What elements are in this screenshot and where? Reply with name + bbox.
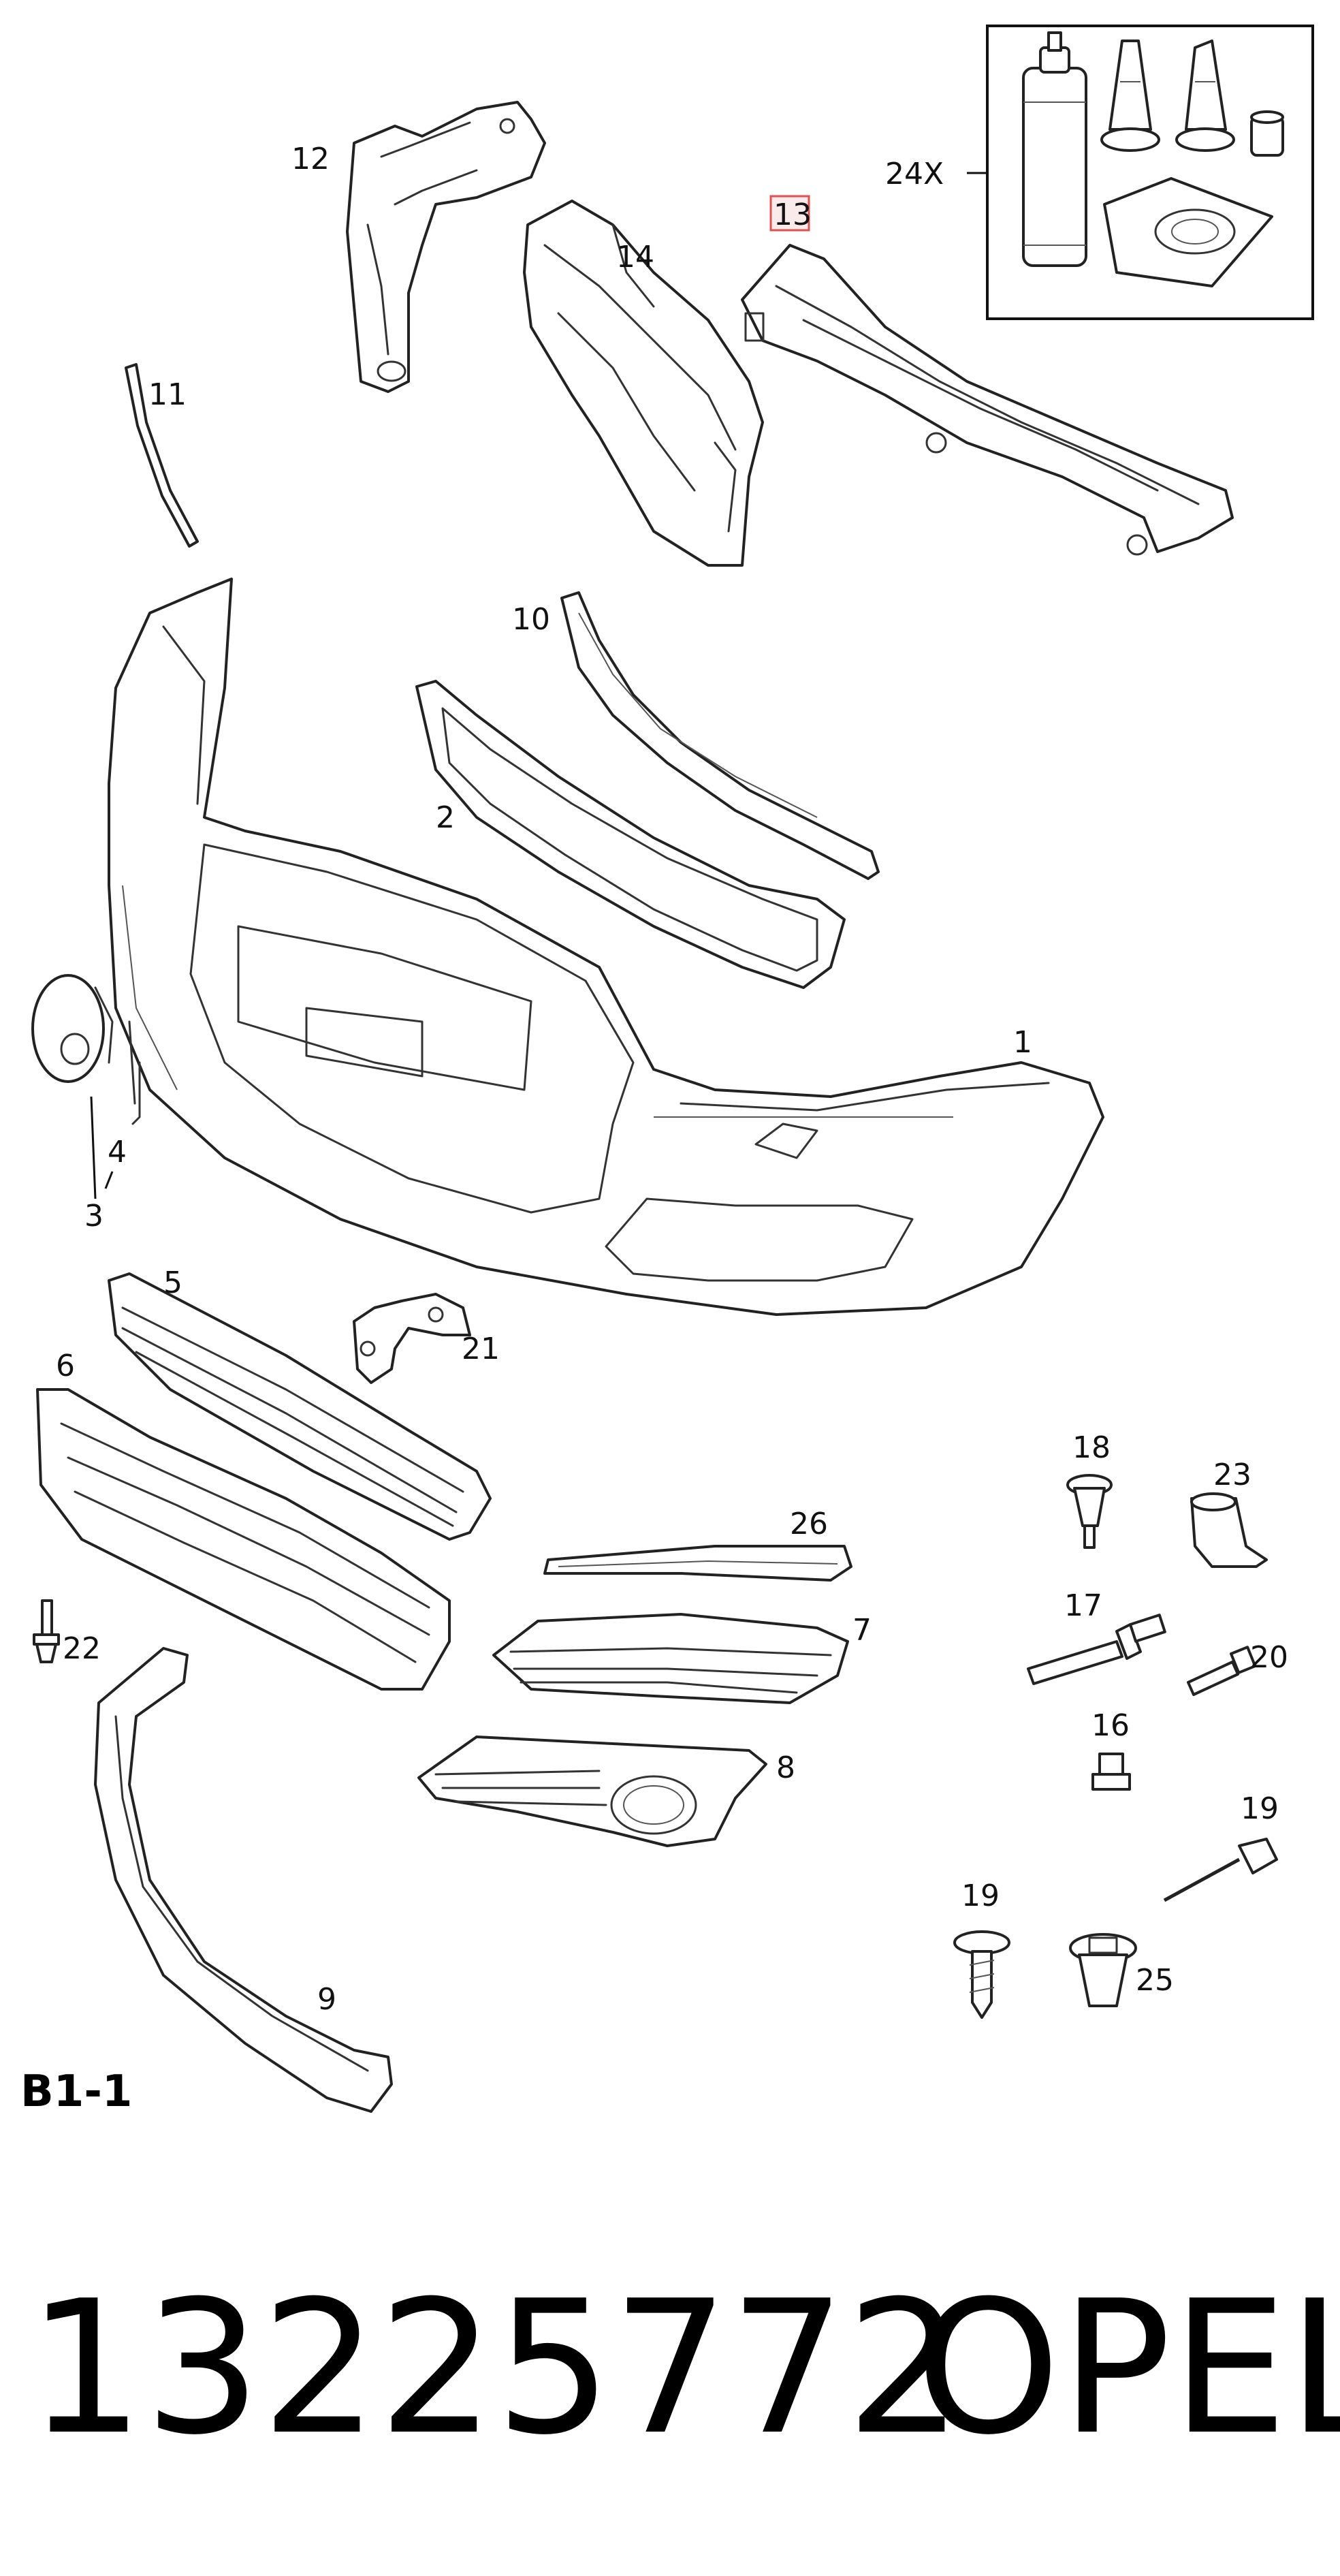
callout-21: 21 — [462, 1332, 500, 1366]
callout-8: 8 — [776, 1750, 795, 1785]
part-25-clip-nut — [1069, 1933, 1137, 2007]
part-5-upper-grille — [108, 1272, 492, 1541]
callout-12: 12 — [291, 142, 330, 176]
part-20-screw — [1187, 1646, 1257, 1696]
part-3-tow-cover — [31, 974, 114, 1083]
part-21-bracket — [353, 1293, 471, 1384]
kit-label: 24X — [885, 157, 944, 191]
part-15-nut — [1091, 1753, 1131, 1791]
part-4-retainer — [128, 1020, 141, 1125]
part-1-bumper-cover — [108, 578, 1104, 1316]
callout-9: 9 — [317, 1982, 336, 2017]
part-11-moulding — [125, 363, 199, 548]
part-12-side-bracket — [346, 101, 546, 393]
callout-16: 17 — [1064, 1588, 1102, 1623]
part-19-screw — [953, 1930, 1010, 2019]
part-10-lower-bracket-strip — [560, 591, 880, 880]
callout-2: 2 — [436, 800, 455, 835]
callout-14: 14 — [616, 240, 654, 274]
callout-15: 16 — [1091, 1708, 1130, 1743]
callout-6: 6 — [56, 1349, 75, 1383]
callout-10: 10 — [512, 602, 550, 637]
part-22-push-pin — [33, 1599, 60, 1663]
part-6-lower-grille — [36, 1388, 451, 1691]
callout-11: 11 — [148, 377, 187, 412]
callout-5: 5 — [163, 1266, 182, 1300]
callout-18: 19 — [1241, 1791, 1279, 1826]
part-8-fog-grille — [417, 1735, 767, 1847]
part-26-trim-strip — [543, 1545, 852, 1582]
callout-4: 4 — [108, 1135, 127, 1169]
callout-17: 18 — [1072, 1430, 1111, 1465]
part-2-grille-frame — [415, 680, 846, 989]
sealant-bag-icon — [1103, 177, 1273, 287]
part-23-nut-clip — [1190, 1492, 1268, 1568]
nozzle-icon — [1100, 40, 1160, 152]
part-number: 13225772 — [27, 2261, 963, 2475]
callout-1: 1 — [1013, 1025, 1032, 1060]
cap-icon — [1250, 110, 1284, 157]
part-13-upper-support — [741, 244, 1234, 556]
sealant-cartridge-icon — [1022, 31, 1087, 267]
callout-26: 26 — [790, 1507, 828, 1541]
callout-3: 3 — [84, 1199, 103, 1234]
kit-box — [986, 25, 1314, 320]
callout-20: 20 — [1250, 1640, 1288, 1675]
callout-22: 22 — [63, 1631, 101, 1666]
part-14-absorber — [523, 200, 764, 567]
section-code: B1-1 — [20, 2067, 132, 2117]
part-16-bolt — [1027, 1614, 1166, 1685]
callout-19: 19 — [961, 1879, 1000, 1913]
part-17-clip — [1066, 1474, 1113, 1549]
part-18-rivet — [1163, 1838, 1278, 1902]
callout-23: 23 — [1213, 1458, 1251, 1492]
callout-7: 7 — [852, 1613, 872, 1648]
part-7-grille-insert — [492, 1613, 849, 1704]
part-9-lower-spoiler — [94, 1647, 393, 2113]
callout-13-highlight — [769, 195, 810, 232]
brand-name: OPEL — [916, 2261, 1340, 2475]
nozzle-cut-icon — [1175, 40, 1235, 152]
callout-13: 13 — [773, 198, 812, 232]
callout-25: 25 — [1136, 1963, 1174, 1998]
